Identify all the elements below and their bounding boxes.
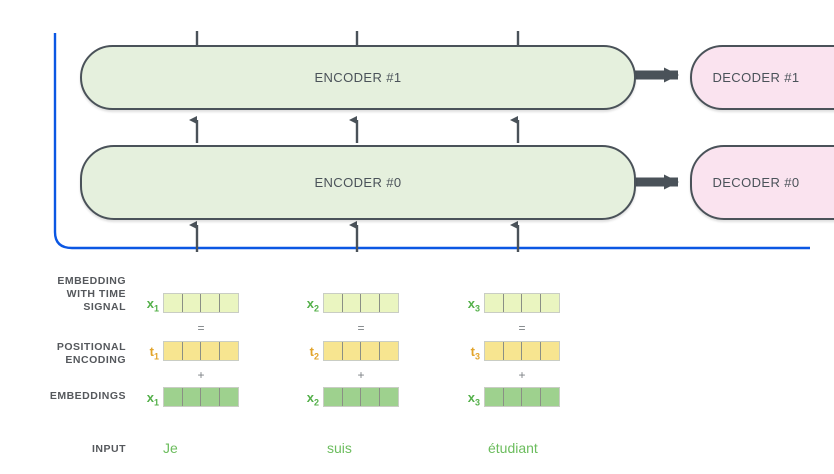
row-label-line-1: EMBEDDING <box>57 275 126 287</box>
row-label-embeddings: EMBEDDINGS <box>16 390 126 403</box>
input-row-label: INPUT <box>92 443 126 455</box>
vector-embedding-2[interactable] <box>323 387 399 407</box>
vector-label-t1: t1 <box>149 344 159 362</box>
vector-positional-2[interactable] <box>323 341 399 361</box>
vector-label-t3: t3 <box>470 344 480 362</box>
operator-equals-3: = <box>518 321 526 335</box>
vector-label-t2: t2 <box>309 344 319 362</box>
input-word-3: étudiant <box>488 440 538 456</box>
encoder-0-label: ENCODER #0 <box>314 175 402 190</box>
row-label-embedding-with-time-signal: EMBEDDING WITH TIME SIGNAL <box>16 275 126 314</box>
decoder-0-label: DECODER #0 <box>712 175 800 190</box>
vector-sum-2[interactable] <box>323 293 399 313</box>
decoder-block-1[interactable]: DECODER #1 <box>690 45 834 110</box>
vector-embedding-1[interactable] <box>163 387 239 407</box>
decoder-1-label: DECODER #1 <box>712 70 800 85</box>
encoder-block-1[interactable]: ENCODER #1 <box>80 45 636 110</box>
vector-label-x1-sum: x1 <box>146 296 159 314</box>
vector-embedding-3[interactable] <box>484 387 560 407</box>
vector-label-x3-sum: x3 <box>467 296 480 314</box>
vector-sum-1[interactable] <box>163 293 239 313</box>
encoder-1-label: ENCODER #1 <box>314 70 402 85</box>
vector-sum-3[interactable] <box>484 293 560 313</box>
input-word-1: Je <box>163 440 178 456</box>
row-label-positional-encoding: POSITIONAL ENCODING <box>16 341 126 367</box>
vector-positional-1[interactable] <box>163 341 239 361</box>
vector-label-x3-emb: x3 <box>467 390 480 408</box>
vector-label-x2-sum: x2 <box>306 296 319 314</box>
decoder-block-0[interactable]: DECODER #0 <box>690 145 834 220</box>
operator-plus-2: + <box>357 368 365 382</box>
encoder-block-0[interactable]: ENCODER #0 <box>80 145 636 220</box>
row-label-pos-line-1: POSITIONAL <box>56 341 126 353</box>
operator-equals-1: = <box>197 321 205 335</box>
row-label-emb-line-1: EMBEDDINGS <box>49 390 126 402</box>
row-label-line-3: SIGNAL <box>83 301 126 313</box>
row-label-line-2: WITH TIME <box>66 288 126 300</box>
row-label-pos-line-2: ENCODING <box>65 354 126 366</box>
operator-plus-3: + <box>518 368 526 382</box>
vector-label-x1-emb: x1 <box>146 390 159 408</box>
vector-positional-3[interactable] <box>484 341 560 361</box>
vector-label-x2-emb: x2 <box>306 390 319 408</box>
operator-plus-1: + <box>197 368 205 382</box>
operator-equals-2: = <box>357 321 365 335</box>
input-word-2: suis <box>327 440 352 456</box>
